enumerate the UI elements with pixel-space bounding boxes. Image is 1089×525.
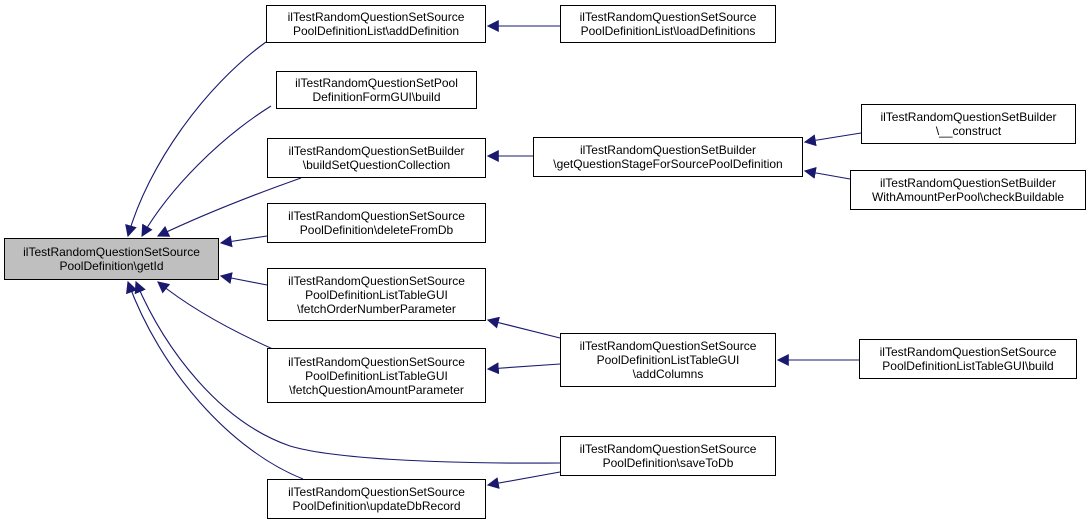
node-add-definition-line-1: ilTestRandomQuestionSetSource — [287, 10, 465, 24]
node-add-columns-line-2: PoolDefinitionListTableGUI — [596, 353, 740, 367]
node-getid: ilTestRandomQuestionSetSource PoolDefini… — [4, 238, 219, 280]
node-add-columns-line-1: ilTestRandomQuestionSetSource — [579, 339, 757, 353]
node-get-question-stage-line-2: \getQuestionStageForSourcePoolDefinition — [553, 157, 783, 171]
node-update-db-record-line-1: ilTestRandomQuestionSetSource — [288, 485, 465, 499]
node-builder-check-buildable[interactable]: ilTestRandomQuestionSetBuilder WithAmoun… — [850, 170, 1086, 210]
node-save-to-db-line-1: ilTestRandomQuestionSetSource — [579, 442, 757, 456]
node-update-db-record[interactable]: ilTestRandomQuestionSetSource PoolDefini… — [267, 479, 486, 519]
node-builder-check-buildable-line-2: WithAmountPerPool\checkBuildable — [871, 190, 1065, 204]
node-get-question-stage[interactable]: ilTestRandomQuestionSetBuilder \getQuest… — [533, 137, 803, 177]
node-build-set-question-collection-line-2: \buildSetQuestionCollection — [302, 158, 451, 172]
node-build-set-question-collection-line-1: ilTestRandomQuestionSetBuilder — [288, 144, 465, 158]
node-fetch-question-amount-line-3: \fetchQuestionAmountParameter — [289, 382, 464, 397]
node-load-definitions-line-1: ilTestRandomQuestionSetSource — [579, 10, 757, 24]
node-save-to-db[interactable]: ilTestRandomQuestionSetSource PoolDefini… — [560, 436, 776, 476]
node-add-columns-line-3: \addColumns — [632, 367, 704, 381]
edge-fetch-question-amount-to-getid — [157, 281, 276, 351]
edge-save-to-db-to-getid — [134, 280, 561, 464]
edge-add-columns-to-fetch-order-number — [486, 316, 561, 339]
edge-update-db-record-to-getid — [126, 280, 304, 480]
node-save-to-db-line-2: PoolDefinition\saveToDb — [602, 456, 734, 470]
node-get-question-stage-line-1: ilTestRandomQuestionSetBuilder — [579, 143, 757, 157]
node-table-gui-build-line-1: ilTestRandomQuestionSetSource — [879, 345, 1057, 359]
node-add-columns[interactable]: ilTestRandomQuestionSetSource PoolDefini… — [560, 333, 776, 387]
node-builder-construct-line-1: ilTestRandomQuestionSetBuilder — [880, 110, 1057, 124]
node-fetch-order-number-line-2: PoolDefinitionListTableGUI — [305, 287, 448, 302]
edge-delete-from-db-to-getid — [219, 235, 268, 248]
node-form-gui-build-line-2: DefinitionFormGUI\build — [312, 90, 441, 104]
node-table-gui-build[interactable]: ilTestRandomQuestionSetSource PoolDefini… — [859, 339, 1077, 379]
node-add-definition-line-2: PoolDefinitionList\addDefinition — [292, 24, 460, 38]
edge-build-set-question-collection-to-getid — [156, 177, 302, 237]
node-builder-construct[interactable]: ilTestRandomQuestionSetBuilder \__constr… — [861, 104, 1076, 144]
node-form-gui-build[interactable]: ilTestRandomQuestionSetPool DefinitionFo… — [276, 71, 477, 109]
node-fetch-order-number-line-3: \fetchOrderNumberParameter — [297, 301, 456, 316]
node-builder-construct-line-2: \__construct — [935, 124, 1002, 138]
node-delete-from-db-line-1: ilTestRandomQuestionSetSource — [288, 209, 465, 223]
node-add-definition[interactable]: ilTestRandomQuestionSetSource PoolDefini… — [266, 5, 486, 43]
node-fetch-order-number-line-1: ilTestRandomQuestionSetSource — [288, 273, 465, 288]
edge-builder-check-buildable-to-get-question-stage — [803, 166, 851, 180]
edge-save-to-db-to-update-db-record — [486, 471, 561, 489]
node-builder-check-buildable-line-1: ilTestRandomQuestionSetBuilder — [879, 176, 1057, 190]
node-fetch-question-amount-line-2: PoolDefinitionListTableGUI — [305, 368, 448, 383]
node-build-set-question-collection[interactable]: ilTestRandomQuestionSetBuilder \buildSet… — [267, 138, 486, 178]
node-table-gui-build-line-2: PoolDefinitionListTableGUI\build — [882, 359, 1054, 373]
edge-builder-construct-to-get-question-stage — [803, 132, 862, 147]
edge-add-columns-to-fetch-question-amount — [486, 362, 561, 375]
node-fetch-question-amount-line-1: ilTestRandomQuestionSetSource — [288, 354, 465, 369]
edge-form-gui-build-to-getid — [141, 105, 272, 238]
node-fetch-order-number[interactable]: ilTestRandomQuestionSetSource PoolDefini… — [267, 268, 486, 321]
node-form-gui-build-line-1: ilTestRandomQuestionSetPool — [295, 76, 458, 90]
node-delete-from-db-line-2: PoolDefinition\deleteFromDb — [299, 223, 454, 237]
node-load-definitions-line-2: PoolDefinitionList\loadDefinitions — [580, 24, 756, 38]
edge-add-definition-to-getid — [125, 41, 267, 238]
node-getid-line-2: PoolDefinition\getId — [59, 259, 164, 273]
node-update-db-record-line-2: PoolDefinition\updateDbRecord — [292, 499, 461, 513]
node-getid-line-1: ilTestRandomQuestionSetSource — [23, 245, 200, 259]
node-delete-from-db[interactable]: ilTestRandomQuestionSetSource PoolDefini… — [267, 203, 486, 243]
node-load-definitions[interactable]: ilTestRandomQuestionSetSource PoolDefini… — [560, 5, 776, 43]
node-fetch-question-amount[interactable]: ilTestRandomQuestionSetSource PoolDefini… — [267, 348, 486, 403]
edge-fetch-order-number-to-getid — [219, 272, 268, 286]
